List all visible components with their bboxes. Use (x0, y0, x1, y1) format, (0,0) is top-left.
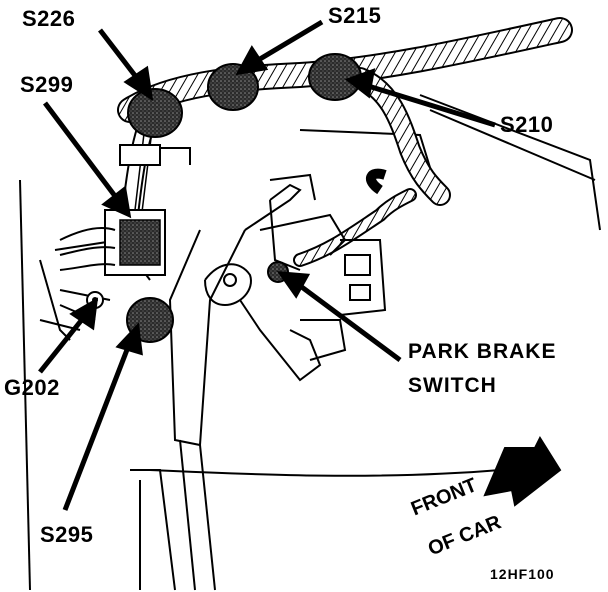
figure-reference-code: 12HF100 (490, 566, 555, 582)
pedal-assembly (168, 173, 387, 591)
label-park-brake-line2: SWITCH (408, 374, 497, 397)
front-of-car-arrow (483, 435, 562, 507)
arrow-s299 (43, 101, 132, 219)
leader-arrows (38, 19, 496, 511)
label-park-brake-line1: PARK BRAKE (408, 340, 557, 363)
label-s295: S295 (40, 522, 94, 547)
arrow-s226 (98, 28, 154, 102)
dash-panel (130, 94, 601, 591)
arrow-g202 (38, 297, 99, 374)
arrow-s215 (235, 19, 324, 76)
label-s226: S226 (22, 6, 76, 31)
connector-block (59, 144, 191, 276)
arrow-park-brake (276, 271, 402, 363)
arrow-s295 (62, 322, 143, 511)
label-s210: S210 (500, 112, 554, 137)
arrow-s210 (344, 68, 496, 128)
splice-s226 (127, 88, 183, 138)
label-g202: G202 (4, 375, 60, 400)
label-s299: S299 (20, 72, 74, 97)
splice-s215 (207, 63, 259, 111)
label-s215: S215 (328, 3, 382, 28)
